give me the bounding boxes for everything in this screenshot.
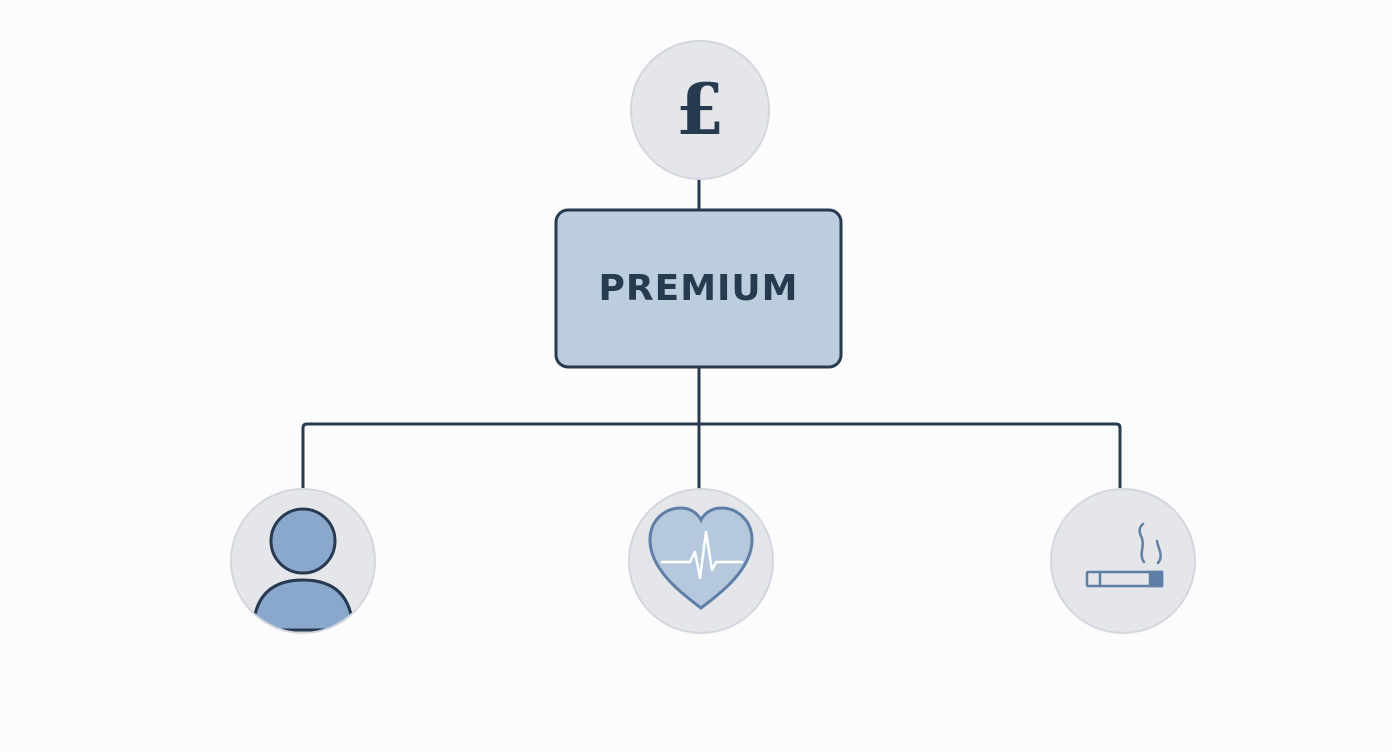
connector-lines bbox=[301, 178, 1122, 490]
pound-node bbox=[630, 40, 770, 180]
cigarette-icon bbox=[1085, 522, 1164, 588]
premium-label: PREMIUM bbox=[598, 268, 799, 309]
pound-symbol: £ bbox=[675, 67, 725, 151]
person-icon bbox=[251, 507, 355, 632]
connector-horizontal bbox=[301, 422, 1122, 488]
age-factor-node bbox=[230, 488, 376, 634]
smoking-factor-node bbox=[1050, 488, 1196, 634]
heart-pulse-icon bbox=[648, 506, 754, 610]
premium-box bbox=[554, 208, 843, 369]
health-factor-node bbox=[628, 488, 774, 634]
